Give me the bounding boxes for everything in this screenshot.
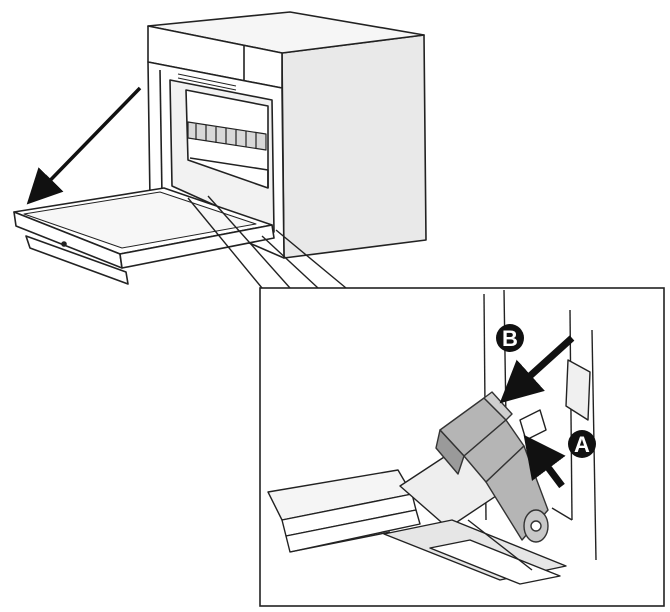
door-removal-arrow-icon (26, 86, 142, 205)
callout-a: A (568, 430, 596, 458)
arrow-b-icon (499, 335, 575, 404)
callout-a-circle (568, 430, 596, 458)
callout-a-label: A (574, 432, 590, 457)
oven-side-panel (281, 34, 427, 259)
oven-door (13, 187, 275, 285)
detail-inset: B A (259, 287, 665, 607)
arrow-a-icon (523, 434, 566, 489)
oven-rack (187, 121, 267, 151)
callout-b: B (496, 324, 524, 352)
zoom-lines (187, 195, 347, 289)
callout-b-label: B (502, 326, 518, 351)
callout-b-circle (496, 324, 524, 352)
door-handle (25, 235, 129, 285)
